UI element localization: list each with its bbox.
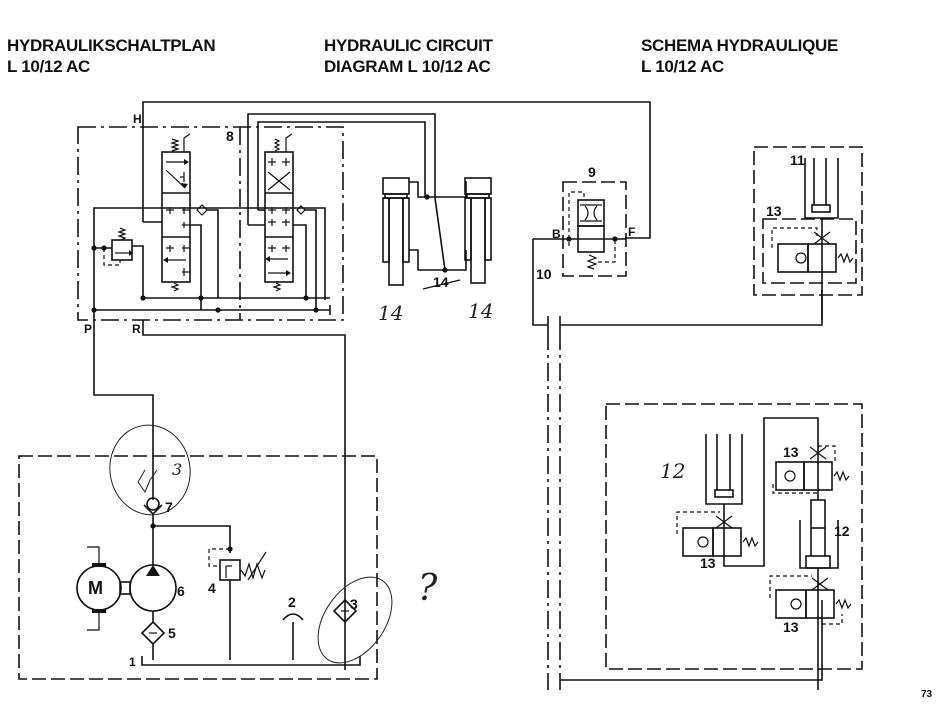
cylinder-12-assembly: 12 13 13 12 13 (605, 403, 863, 690)
throttle-icon (584, 205, 598, 221)
port-label-f: F (628, 225, 635, 239)
title-english: HYDRAULIC CIRCUIT DIAGRAM L 10/12 AC (324, 35, 493, 77)
handwritten-question-mark: ? (418, 568, 438, 609)
spring-icon (272, 282, 282, 292)
spring-icon (835, 598, 852, 610)
label-7: 7 (165, 499, 173, 515)
sketched-filter-symbol (137, 469, 158, 494)
label-6: 6 (177, 583, 185, 599)
adjustable-spring-icon (240, 561, 266, 581)
title-english-line1: HYDRAULIC CIRCUIT (324, 36, 493, 55)
port-label-h: H (133, 112, 142, 126)
label-10: 10 (536, 266, 552, 282)
label-4: 4 (208, 580, 216, 596)
title-french-line1: SCHEMA HYDRAULIQUE (641, 36, 839, 55)
title-german: HYDRAULIKSCHALTPLAN L 10/12 AC (7, 35, 216, 77)
spring-icon (273, 138, 281, 152)
label-14: 14 (433, 274, 449, 290)
hose-10 (547, 332, 823, 690)
port-label-r: R (132, 322, 141, 336)
block-relief-valve (103, 227, 133, 266)
flow-control-valve-9: 9 B F 10 (532, 164, 823, 332)
handwritten-12: 12 (660, 459, 685, 483)
port-label-b: B (552, 227, 561, 241)
title-english-line2: DIAGRAM L 10/12 AC (324, 57, 491, 76)
circle-annotation-1 (109, 424, 191, 516)
spring-icon (837, 252, 854, 264)
valve-block-boundary (77, 126, 344, 321)
spring-icon (170, 138, 180, 152)
handwritten-14-left: 14 (378, 301, 403, 325)
label-12: 12 (834, 523, 850, 539)
lever-icon (183, 133, 191, 152)
label-5: 5 (168, 625, 176, 641)
label-1: 1 (129, 655, 136, 669)
label-2: 2 (288, 594, 296, 610)
label-11: 11 (790, 152, 805, 168)
motor-label: M (88, 578, 103, 598)
directional-valve-2 (264, 133, 306, 292)
spring-icon (833, 470, 850, 482)
label-13b: 13 (700, 555, 716, 571)
label-13c: 13 (783, 444, 799, 460)
title-french-line2: L 10/12 AC (641, 57, 724, 76)
lever-icon (285, 133, 293, 152)
directional-valve-1 (161, 133, 208, 292)
spring-icon (170, 282, 180, 292)
spring-icon (586, 254, 598, 270)
label-9: 9 (588, 164, 596, 180)
label-8: 8 (226, 128, 234, 144)
handwritten-3: 3 (172, 460, 182, 479)
check-valve-icon (196, 204, 208, 216)
circle-annotation-2 (317, 576, 393, 664)
title-german-line1: HYDRAULIKSCHALTPLAN (7, 36, 216, 55)
title-french: SCHEMA HYDRAULIQUE L 10/12 AC (641, 35, 838, 77)
spring-icon (117, 227, 127, 241)
cylinder-11-assembly: 11 13 (753, 146, 863, 320)
handwritten-annotations: 3 ? (109, 424, 438, 664)
title-german-line2: L 10/12 AC (7, 57, 90, 76)
label-13d: 13 (783, 619, 799, 635)
lift-cylinders-14: 14 14 14 (378, 177, 493, 325)
label-13a: 13 (766, 203, 782, 219)
port-label-p: P (84, 322, 92, 336)
control-valve-block: 8 H P R (77, 101, 651, 336)
page-number: 73 (921, 689, 933, 700)
handwritten-14-right: 14 (468, 299, 493, 323)
label-3: 3 (350, 596, 358, 612)
spring-icon (742, 536, 759, 548)
power-unit: 7 4 6 M 5 1 2 (18, 320, 378, 680)
